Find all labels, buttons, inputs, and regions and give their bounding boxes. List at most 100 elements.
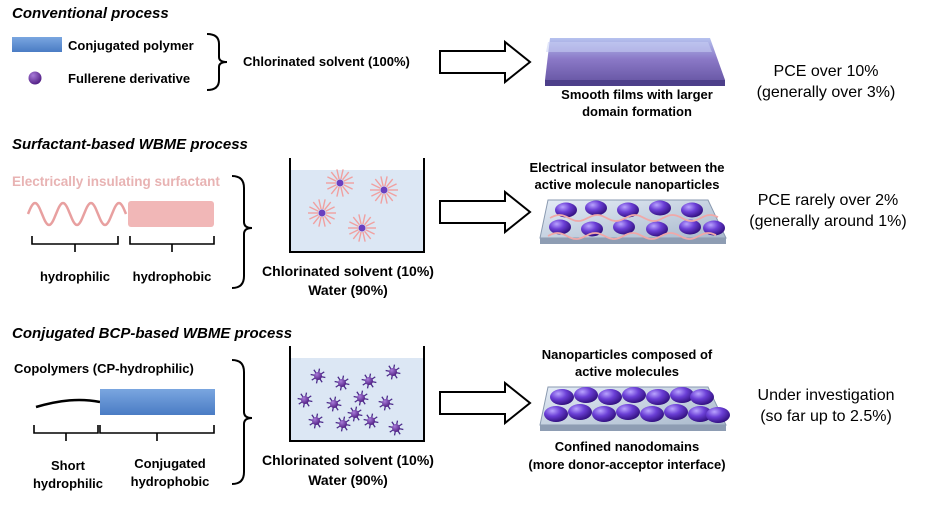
surfactant-label: Electrically insulating surfactant [12, 174, 220, 189]
film-caption-top-line1: Nanoparticles composed of [542, 347, 713, 362]
nanoparticle [664, 404, 688, 420]
section-title: Conjugated BCP-based WBME process [12, 325, 292, 342]
conjugated-block [100, 389, 215, 415]
bcp-nanoparticles [297, 364, 404, 436]
nanoparticle [622, 387, 646, 403]
micelle [326, 169, 354, 197]
film-caption-top-line2: active molecules [575, 364, 679, 379]
film-caption-line1: Electrical insulator between the [529, 160, 724, 175]
nanoparticle [646, 389, 670, 405]
hydrophilic-chain [35, 398, 101, 409]
nanoparticle [703, 220, 725, 236]
bcp-nanoparticle [297, 392, 313, 408]
nanodomain-film [539, 386, 730, 431]
bcp-nanoparticle [308, 413, 324, 429]
nanoparticle [681, 202, 703, 218]
bcp-nanoparticle [347, 406, 363, 422]
micelle [370, 176, 398, 204]
part-hydrophilic: hydrophilic [40, 269, 110, 284]
conjugated-polymer-swatch [12, 37, 62, 52]
solvent-label: Chlorinated solvent (100%) [243, 54, 410, 69]
bcp-nanoparticle [385, 364, 401, 380]
pce-line1: PCE over 10% [774, 63, 879, 80]
nanoparticle [568, 404, 592, 420]
bracket-hydrophilic [31, 236, 119, 252]
pce-line1: Under investigation [758, 387, 895, 404]
nanoparticle [679, 219, 701, 235]
nanoparticle [617, 202, 639, 218]
fullerene-dot-icon [28, 71, 42, 85]
bcp-nanoparticle [353, 390, 369, 406]
nanoparticle [592, 406, 616, 422]
insulated-nanoparticle-film [539, 199, 727, 244]
bcp-nanoparticle [334, 375, 350, 391]
nanoparticle [544, 406, 568, 422]
nanoparticle [646, 221, 668, 237]
nanoparticle [616, 404, 640, 420]
nanoparticle [690, 389, 714, 405]
nanoparticle [549, 219, 571, 235]
bracket-short-hydrophilic [33, 425, 99, 441]
part-hydrophobic: hydrophobic [131, 474, 210, 489]
nanoparticle [670, 387, 694, 403]
arrow-icon [439, 189, 532, 235]
nanoparticle [585, 200, 607, 216]
part-short: Short [51, 458, 86, 473]
section-title: Conventional process [12, 5, 169, 22]
film-caption-line1: Smooth films with larger [561, 87, 713, 102]
brace [231, 359, 253, 485]
solvent-line1: Chlorinated solvent (10%) [262, 263, 434, 279]
beaker [289, 158, 425, 253]
film-caption-bottom-line2: (more donor-acceptor interface) [528, 457, 725, 472]
nanoparticle [640, 406, 664, 422]
bcp-nanoparticle [335, 416, 351, 432]
hydrophilic-chain [26, 201, 128, 227]
bracket-conjugated-hydrophobic [99, 425, 215, 441]
nanoparticle [613, 219, 635, 235]
bcp-nanoparticle [388, 420, 404, 436]
micelle [308, 199, 336, 227]
part-hydrophilic: hydrophilic [33, 476, 103, 491]
pce-line2: (generally over 3%) [757, 84, 896, 101]
bcp-nanoparticle [310, 368, 326, 384]
nanoparticle [649, 200, 671, 216]
arrow-icon [439, 39, 532, 85]
solvent-line1: Chlorinated solvent (10%) [262, 452, 434, 468]
micelle [348, 214, 376, 242]
nanoparticle [598, 389, 622, 405]
section-conventional: Conventional process Conjugated polymer … [12, 5, 895, 119]
legend-polymer: Conjugated polymer [68, 38, 194, 53]
nanoparticle [706, 407, 730, 423]
section-title: Surfactant-based WBME process [12, 136, 248, 153]
section-bcp: Conjugated BCP-based WBME process Copoly… [12, 325, 894, 491]
bracket-hydrophobic [129, 236, 215, 252]
brace [206, 33, 228, 91]
nanoparticle [550, 389, 574, 405]
smooth-film [545, 38, 725, 86]
brace [231, 175, 253, 289]
legend-fullerene: Fullerene derivative [68, 71, 190, 86]
bcp-nanoparticle [363, 413, 379, 429]
nanoparticle [688, 406, 712, 422]
section-surfactant: Surfactant-based WBME process Electrical… [12, 136, 907, 298]
beaker [289, 346, 425, 442]
hydrophobic-block [128, 201, 214, 227]
nanoparticle [555, 202, 577, 218]
solvent-line2: Water (90%) [308, 472, 388, 488]
copolymer-label: Copolymers (CP-hydrophilic) [14, 361, 194, 376]
film-caption-bottom-line1: Confined nanodomains [555, 439, 699, 454]
pce-line2: (so far up to 2.5%) [760, 408, 892, 425]
bcp-nanoparticle [378, 395, 394, 411]
pce-line1: PCE rarely over 2% [758, 192, 899, 209]
film-caption-line2: active molecule nanoparticles [535, 177, 720, 192]
solvent-line2: Water (90%) [308, 282, 388, 298]
film-caption-line2: domain formation [582, 104, 692, 119]
part-hydrophobic: hydrophobic [133, 269, 212, 284]
bcp-nanoparticle [326, 396, 342, 412]
bcp-nanoparticle [361, 373, 377, 389]
surfactant-micelles [308, 169, 398, 242]
nanoparticle [574, 387, 598, 403]
part-conjugated: Conjugated [134, 456, 206, 471]
pce-line2: (generally around 1%) [749, 213, 906, 230]
